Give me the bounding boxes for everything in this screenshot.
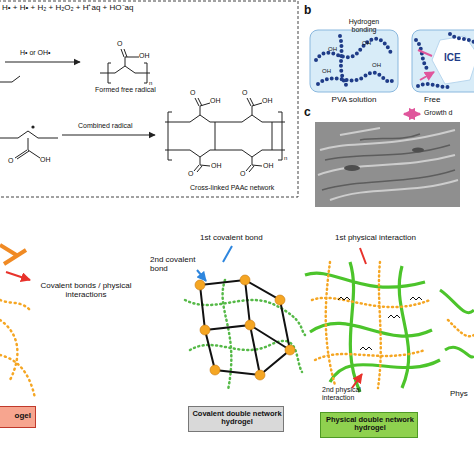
- growth-arrow: [404, 113, 420, 116]
- panel-b: [310, 30, 474, 92]
- hydrogel-label-box: Covalent double network hydrogel: [188, 406, 284, 432]
- network-panel: [0, 245, 474, 398]
- atom-label: OH: [263, 162, 274, 170]
- node-heading: Physical double network hydrogel: [323, 416, 417, 433]
- network-chain: [0, 300, 35, 398]
- step-label: Combined radical: [78, 122, 132, 130]
- pointer-arrow: [352, 248, 366, 388]
- atom-label: OH: [211, 162, 222, 170]
- radical-structure: [0, 131, 58, 159]
- network-chain: [440, 290, 474, 357]
- node-caption: Free: [424, 96, 474, 105]
- pointer-arrow: [6, 272, 30, 280]
- atom-label: OH: [362, 40, 371, 47]
- solution-box: Hydrogen bondingPVA solution: [310, 30, 398, 92]
- node-heading: Covalent double network hydrogel: [191, 410, 283, 427]
- atom-label: O: [188, 170, 193, 178]
- sem-image: [315, 122, 460, 207]
- freeze-box-fill: [412, 30, 474, 92]
- atom-label: O: [242, 89, 247, 97]
- bond-label: 2nd covalent bond: [150, 256, 200, 274]
- hydrogel-label: Phys: [450, 390, 468, 399]
- dashed-frame: [0, 1, 298, 197]
- crosslink-points: [195, 275, 295, 380]
- atom-label: OH: [322, 68, 331, 75]
- hydrogel-label-box: Physical double network hydrogel: [320, 412, 418, 438]
- second-network: [312, 262, 430, 388]
- sem-streak: [322, 134, 455, 190]
- atom-label: O: [8, 157, 13, 165]
- sem-pore: [412, 148, 424, 153]
- bond-label: 1st covalent bond: [200, 234, 263, 243]
- reaction-arrow: [62, 134, 155, 135]
- first-network: [305, 262, 440, 392]
- bond-sample: [0, 245, 26, 264]
- repeat-subscript: n: [149, 80, 152, 87]
- panel-c: [315, 114, 460, 207]
- crosslink-point: [210, 365, 220, 375]
- crosslinked-structure: [165, 98, 285, 172]
- atom-label: OH: [139, 52, 150, 60]
- reaction-species: H• + H• + H₂ + H₂O₂ + H⁺aq + HO⁻aq: [2, 4, 133, 13]
- second-network: [185, 280, 305, 390]
- crosslink-point: [200, 325, 210, 335]
- product-label: Cross-linked PAAc network: [190, 184, 274, 192]
- pva-chain: [316, 36, 393, 88]
- atom-label: OH: [210, 97, 221, 105]
- ice-crystal: [432, 36, 474, 84]
- crosslink-point: [240, 275, 250, 285]
- atom-label: OH: [40, 156, 51, 164]
- panel-letter: c: [304, 106, 311, 119]
- atom-label: OH: [328, 46, 337, 53]
- crosslink-point: [255, 370, 265, 380]
- crosslink-point: [275, 295, 285, 305]
- node-heading: Hydrogen bonding: [340, 18, 388, 33]
- sem-streak: [318, 128, 458, 200]
- step-label: Formed free radical: [95, 86, 156, 94]
- polymer-structure: [0, 49, 150, 83]
- growth-arrow: [418, 50, 434, 80]
- direction-label: Growth d: [424, 109, 452, 117]
- radical-dot: [31, 125, 34, 128]
- atom-label: O: [190, 89, 195, 97]
- reaction-arrow: [5, 61, 80, 62]
- atom-label: OH: [262, 97, 273, 105]
- network-chain: [448, 320, 474, 336]
- reagent-label: H• or OH•: [20, 49, 51, 57]
- atom-label: O: [240, 170, 245, 178]
- node-heading: ICE: [444, 52, 474, 63]
- interaction-label: 2nd physical interaction: [322, 386, 380, 401]
- sem-pore: [344, 165, 360, 171]
- freeze-box: ICEFree: [412, 30, 474, 92]
- node-heading: ogel: [0, 412, 31, 421]
- crosslink-point: [195, 280, 205, 290]
- physical-link: [338, 297, 422, 350]
- interaction-label: 1st physical interaction: [335, 234, 445, 243]
- sample-label: Covalent bonds / physical interactions: [34, 282, 138, 300]
- crosslink-point: [285, 345, 295, 355]
- pointer-arrow: [197, 246, 232, 281]
- solution-box-fill: [310, 30, 398, 92]
- node-caption: PVA solution: [314, 96, 394, 105]
- pva-chain: [416, 34, 474, 87]
- atom-label: OH: [372, 62, 381, 69]
- panel-a: [0, 1, 298, 197]
- first-network: [200, 280, 290, 375]
- atom-label: O: [117, 40, 122, 48]
- crosslink-point: [245, 320, 255, 330]
- repeat-subscript: n: [284, 155, 287, 162]
- hydrogel-label-box: ogel: [0, 406, 36, 428]
- panel-letter: b: [304, 4, 311, 17]
